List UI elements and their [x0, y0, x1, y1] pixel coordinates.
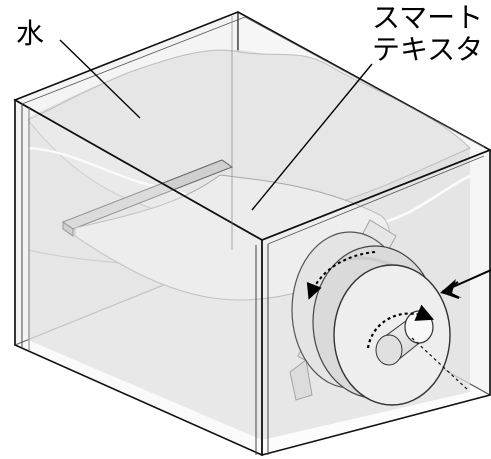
dotted-curved-arrow-icon [306, 251, 435, 349]
water-leader-line [59, 39, 141, 119]
rotor-assembly [291, 231, 469, 406]
smart-textile-label-line1: スマート [372, 1, 484, 34]
leader-lines [59, 39, 373, 211]
arrow-icon [440, 269, 491, 299]
textile-leader-line [251, 63, 373, 211]
smart-textile-label-line2: テキスタ [372, 33, 484, 66]
water-label: 水 [16, 17, 45, 50]
